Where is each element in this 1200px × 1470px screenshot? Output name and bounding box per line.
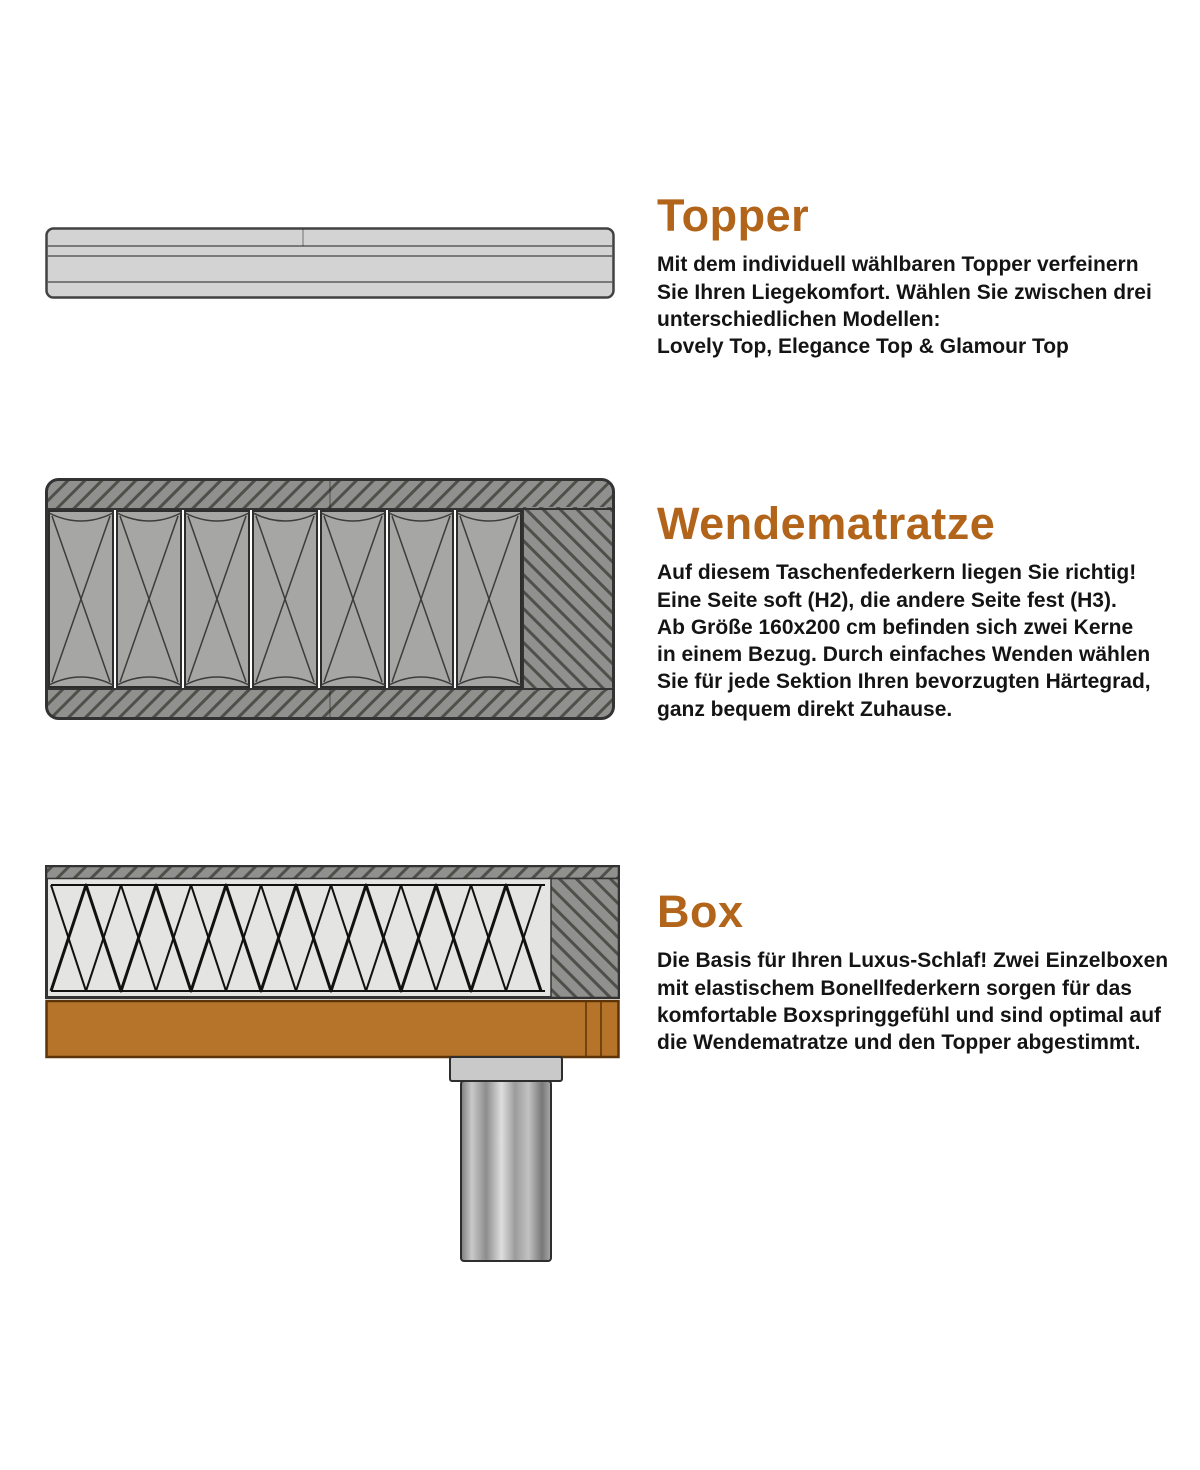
mattress-diagram: [45, 478, 615, 720]
mattress-bottom-cover-hatch: [46, 689, 614, 719]
spring-coil: [320, 510, 386, 688]
mattress-outline: [45, 478, 615, 720]
topper-diagram: [45, 227, 615, 299]
box-heading: Box: [657, 886, 744, 937]
box-side-hatch: [550, 877, 620, 999]
box-top-edge: [45, 865, 620, 880]
spring-coil: [184, 510, 250, 688]
leg-cap: [449, 1056, 563, 1082]
mattress-top-cover-hatch: [46, 479, 614, 509]
pocket-springs: [48, 510, 522, 688]
spring-coil: [456, 510, 522, 688]
topper-heading: Topper: [657, 190, 810, 241]
wendematratze-heading: Wendematratze: [657, 498, 996, 549]
mattress-side-hatch: [523, 507, 614, 691]
topper-section-text: Topper Mit dem individuell wählbaren Top…: [657, 192, 1200, 360]
wendematratze-section-text: Wendematratze Auf diesem Taschenfederker…: [657, 500, 1200, 723]
wood-frame: [45, 999, 620, 1059]
wood-board: [45, 999, 620, 1059]
box-diagram: [45, 865, 620, 1262]
topper-slab: [45, 227, 615, 299]
box-body: [45, 865, 620, 999]
spring-coil: [116, 510, 182, 688]
topper-description: Mit dem individuell wählbaren Topper ver…: [657, 253, 1152, 359]
box-section-text: Box Die Basis für Ihren Luxus-Schlaf! Zw…: [657, 888, 1200, 1056]
wendematratze-description: Auf diesem Taschenfederkern liegen Sie r…: [657, 561, 1151, 721]
spring-coil: [388, 510, 454, 688]
spring-coil: [252, 510, 318, 688]
box-description: Die Basis für Ihren Luxus-Schlaf! Zwei E…: [657, 949, 1169, 1055]
bonell-springs: [49, 883, 545, 993]
bed-leg: [449, 1056, 563, 1262]
spring-coil: [48, 510, 114, 688]
leg-cylinder: [460, 1080, 552, 1262]
